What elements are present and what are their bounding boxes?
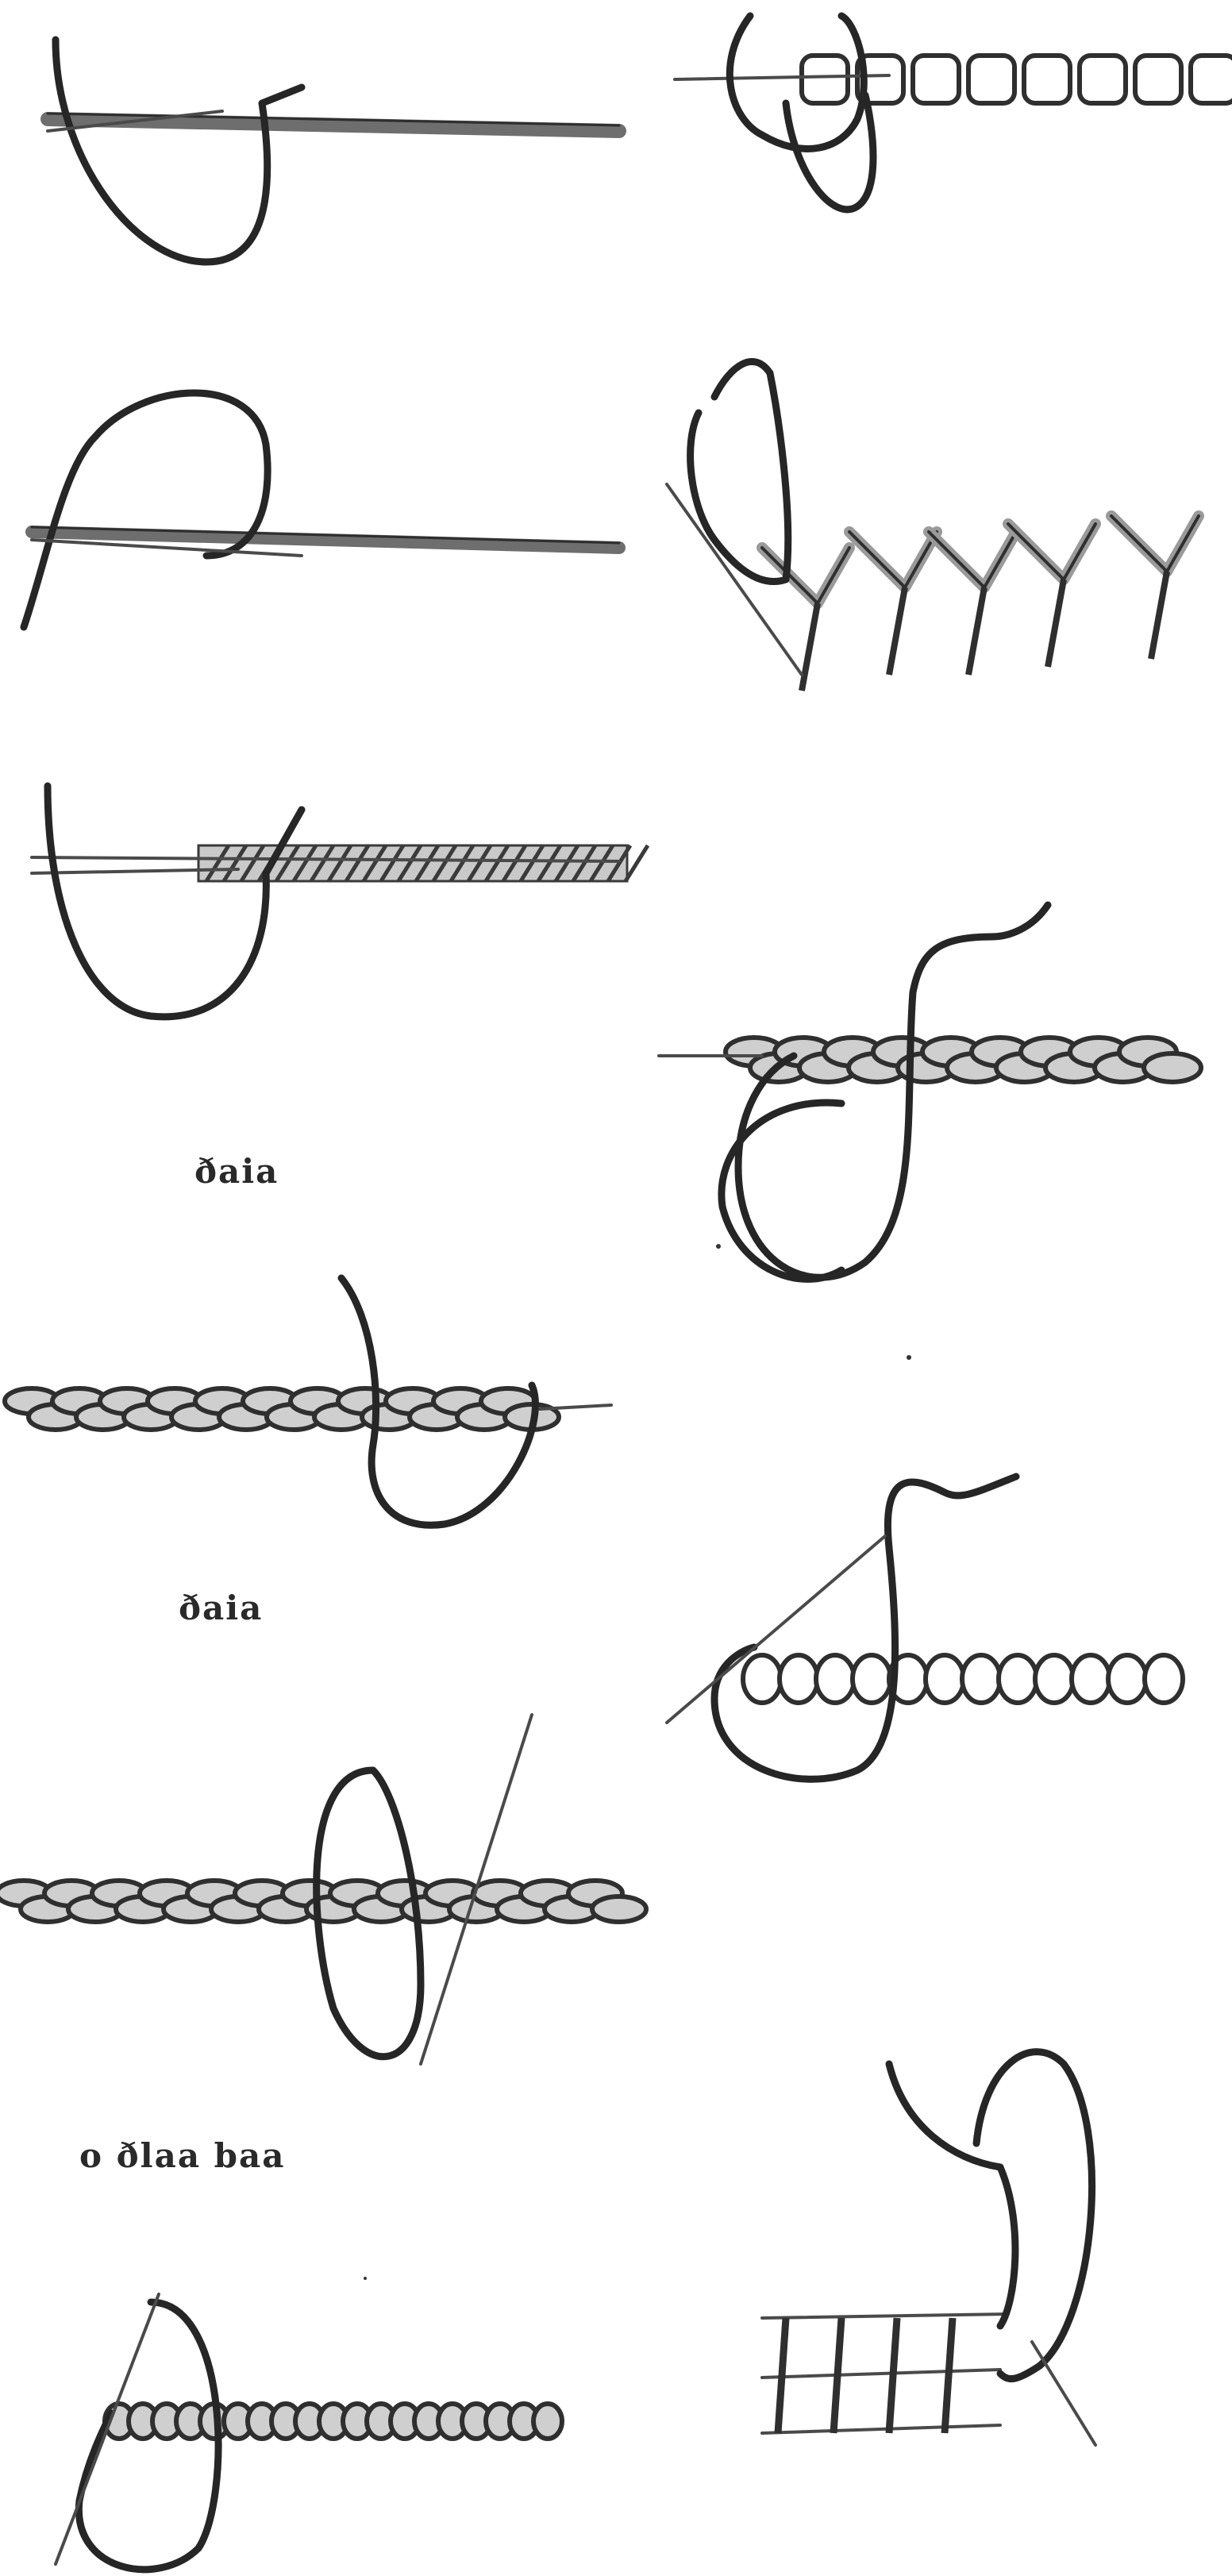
rosette-link bbox=[780, 1655, 818, 1703]
caption-3: o ðlaa baa bbox=[79, 2136, 285, 2175]
fly-stitch bbox=[762, 548, 849, 603]
fly-tail bbox=[802, 603, 818, 691]
chain-link bbox=[1080, 56, 1126, 103]
fly-stitch bbox=[929, 532, 1016, 587]
stitch-figure-8-fly bbox=[667, 362, 1199, 691]
caption-1: ðaia bbox=[194, 1152, 279, 1191]
stitch-figure-9-twisted-chain bbox=[659, 905, 1201, 1279]
rosette-link bbox=[926, 1655, 964, 1703]
rosette-link bbox=[1035, 1655, 1073, 1703]
stitch-figure-6-coil bbox=[56, 2294, 562, 2570]
stitch-figure-3-split bbox=[32, 786, 648, 1017]
rosette-link bbox=[999, 1655, 1037, 1703]
rosette-link bbox=[962, 1655, 1000, 1703]
chain-link bbox=[802, 56, 848, 103]
fly-tail bbox=[968, 587, 984, 675]
rosette-link bbox=[1145, 1655, 1183, 1703]
stitch-figure-5-whipped-chain bbox=[0, 1715, 646, 2064]
chain-link bbox=[968, 56, 1014, 103]
ladder-rung bbox=[889, 2318, 897, 2433]
stitch-figure-10-rosette-chain bbox=[667, 1477, 1183, 1779]
stitch-figure-4-chain bbox=[5, 1278, 611, 1525]
caption-2: ðaia bbox=[179, 1588, 263, 1627]
rosette-link bbox=[743, 1655, 781, 1703]
ink-speck bbox=[716, 1244, 721, 1249]
stitch-figure-2-outline bbox=[24, 393, 619, 627]
rosette-link bbox=[1072, 1655, 1110, 1703]
chain-link bbox=[1191, 56, 1232, 103]
rosette-link bbox=[853, 1655, 891, 1703]
fly-tail bbox=[889, 587, 905, 675]
braid-link bbox=[1144, 1053, 1201, 1082]
coil-twist bbox=[533, 2404, 562, 2439]
braid-link bbox=[592, 1896, 646, 1922]
chain-link bbox=[1135, 56, 1181, 103]
fly-tail bbox=[1151, 572, 1167, 659]
ladder-rung bbox=[834, 2318, 841, 2433]
rosette-link bbox=[1108, 1655, 1146, 1703]
chain-link bbox=[913, 56, 959, 103]
fly-stitch bbox=[849, 532, 937, 587]
fly-stitch bbox=[1111, 516, 1199, 572]
stitch-figure-7-open-chain bbox=[675, 16, 1232, 210]
ladder-rung bbox=[945, 2318, 953, 2433]
chain-link bbox=[1024, 56, 1070, 103]
rosette-link bbox=[816, 1655, 854, 1703]
fly-tail bbox=[1048, 580, 1064, 667]
stitch-figure-1-stem bbox=[48, 40, 619, 262]
ink-speck bbox=[907, 1355, 911, 1360]
ladder-rung bbox=[778, 2318, 786, 2433]
fly-stitch bbox=[1008, 524, 1095, 580]
stitch-figure-11-ladder bbox=[762, 2052, 1095, 2445]
ink-speck bbox=[364, 2277, 367, 2280]
